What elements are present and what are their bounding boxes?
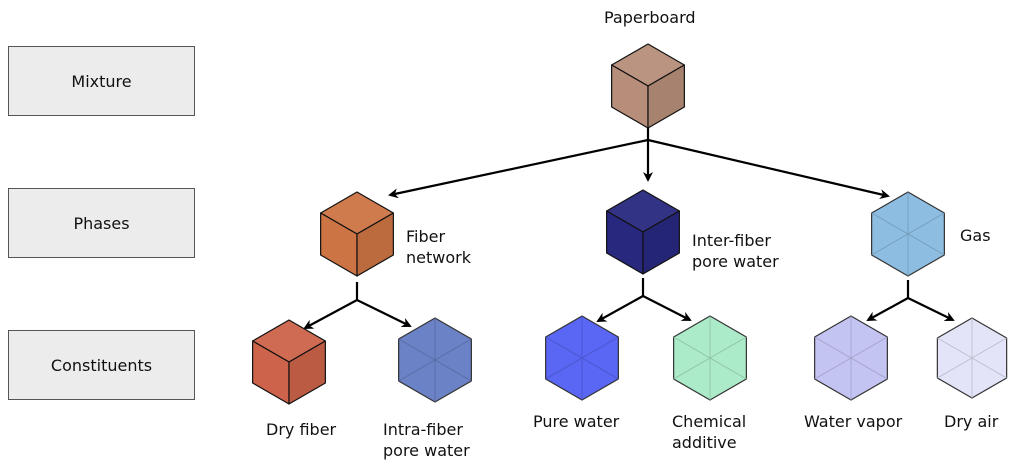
fiber-network-label-line1: Fiber — [406, 227, 446, 246]
cube-edge — [581, 357, 619, 380]
fiber-network-label-line2: network — [406, 248, 471, 267]
dry-air-cube — [936, 317, 1008, 399]
cube-edge — [907, 233, 945, 256]
cube-edge — [871, 212, 909, 235]
level-label-mixture: Mixture — [71, 71, 132, 91]
cube-edge — [937, 337, 973, 359]
intra-fiber-label-line2: pore water — [383, 441, 470, 460]
cube-edge — [850, 336, 888, 359]
arrow-to-gas — [647, 138, 890, 200]
level-box-phases: Phases — [8, 188, 195, 258]
fiber-network-label: Fiber network — [406, 226, 471, 268]
chemical-additive-label: Chemical additive — [672, 411, 746, 453]
arrow-to-water-vapor — [866, 297, 909, 321]
cube-edge — [850, 357, 888, 380]
cube-edge — [398, 338, 436, 361]
chemical-additive-label-line2: additive — [672, 433, 737, 452]
dry-fiber-cube — [252, 319, 326, 405]
paperboard-cube — [611, 43, 685, 129]
cube-right-face — [356, 212, 394, 277]
inter-fiber-label-line1: Inter-fiber — [692, 231, 771, 250]
cube-right-face — [647, 64, 685, 129]
dry-air-label: Dry air — [944, 412, 999, 431]
arrow-to-dry-air — [907, 297, 955, 321]
inter-fiber-label: Inter-fiber pore water — [692, 230, 779, 272]
arrow-to-dry-fiber — [303, 299, 358, 329]
intra-fiber-label-line1: Intra-fiber — [383, 420, 463, 439]
arrow-to-chemical-additive — [642, 295, 692, 321]
cube-edge — [871, 233, 909, 256]
cube-edge — [581, 336, 619, 359]
level-label-constituents: Constituents — [50, 355, 153, 375]
level-box-constituents: Constituents — [8, 330, 195, 400]
arrow-to-intra-fiber — [356, 299, 412, 327]
cube-edge — [709, 336, 747, 359]
pure-water-cube — [545, 315, 619, 401]
connectors — [303, 128, 955, 329]
cube-edge — [907, 212, 945, 235]
cube-edge — [545, 336, 583, 359]
cube-edge — [937, 357, 973, 379]
pure-water-label: Pure water — [533, 412, 620, 431]
gas-label: Gas — [960, 226, 991, 245]
cube-edge — [434, 359, 472, 382]
chemical-additive-cube — [673, 315, 747, 401]
cube-edge — [814, 336, 852, 359]
cube-edge — [814, 357, 852, 380]
water-vapor-label: Water vapor — [804, 412, 903, 431]
cube-edge — [971, 337, 1007, 359]
cube-right-face — [642, 210, 680, 275]
cube-edge — [709, 357, 747, 380]
cube-edge — [398, 359, 436, 382]
cube-edge — [673, 336, 711, 359]
cube-right-face — [288, 340, 326, 405]
paperboard-label: Paperboard — [604, 8, 696, 27]
cube-edge — [673, 357, 711, 380]
cube-edge — [545, 357, 583, 380]
water-vapor-cube — [814, 315, 888, 401]
cube-edge — [971, 357, 1007, 379]
arrow-to-fiber-network — [388, 138, 649, 199]
fiber-network-cube — [320, 191, 394, 277]
cube-edge — [434, 338, 472, 361]
chemical-additive-label-line1: Chemical — [672, 412, 747, 431]
intra-fiber-label: Intra-fiber pore water — [383, 419, 470, 461]
inter-fiber-label-line2: pore water — [692, 252, 779, 271]
gas-cube — [871, 191, 945, 277]
dry-fiber-label: Dry fiber — [266, 420, 337, 439]
level-label-phases: Phases — [73, 213, 130, 233]
intra-fiber-pore-water-cube — [398, 317, 472, 403]
inter-fiber-pore-water-cube — [606, 189, 680, 275]
level-box-mixture: Mixture — [8, 46, 195, 116]
arrow-to-pure-water — [596, 295, 644, 322]
